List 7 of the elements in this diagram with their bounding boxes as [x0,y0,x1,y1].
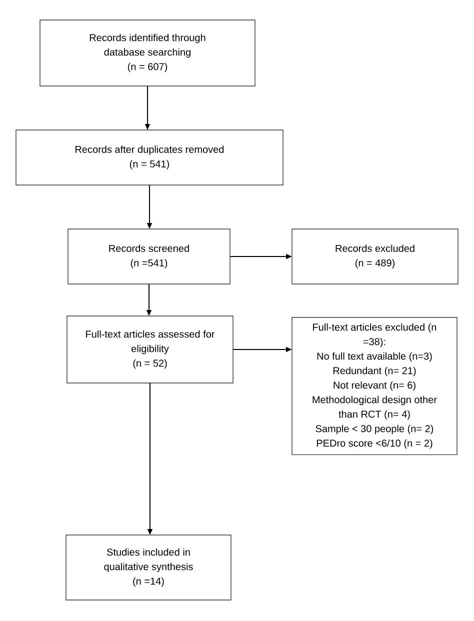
process-box: Full-text articles assessed for eligibility (n = 52) [66,316,234,384]
process-box: Records identified through database searching (n = 607) [40,20,256,86]
process-box: Full-text articles excluded (n =38): No full text available (n=3) Redundant (n= 21) Not relevant (n= 6) Methodological design other than RCT (n= 4) Sample < 30 people (n= 2) PEDro score <6/10 (n = 2) [292,317,458,456]
process-box: Studies included in qualitative synthesis (n =14) [66,534,232,600]
process-box: Records excluded (n = 489) [292,228,458,284]
process-box: Records after duplicates removed (n = 541) [16,130,284,186]
process-box: Records screened (n =541) [68,228,230,284]
